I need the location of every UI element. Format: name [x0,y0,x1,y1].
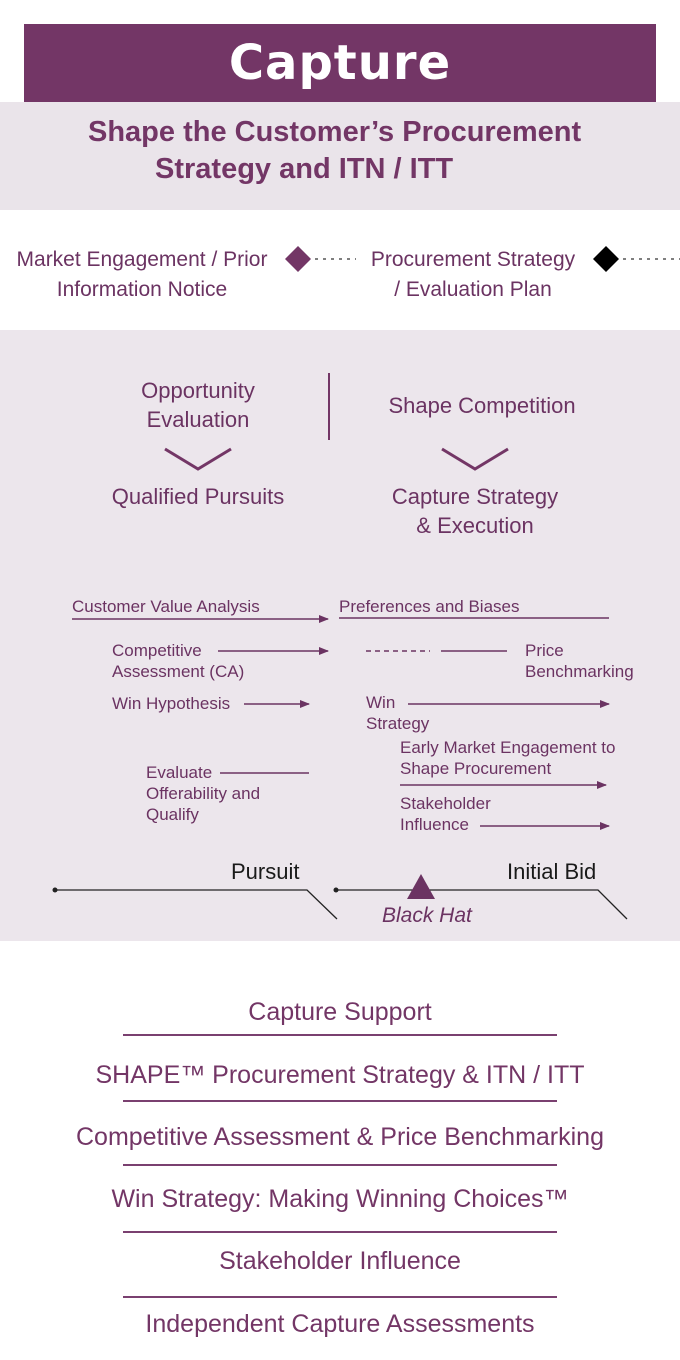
banner-title: Capture [228,35,452,91]
subtitle-line-1: Shape the Customer’s Procurement [88,116,582,148]
phase-shape-competition: Shape Competition [388,393,576,418]
timeline-initial-bid-line [336,889,628,920]
service-divider [123,1100,557,1102]
service-divider [123,1296,557,1298]
timeline-pursuit-line [55,889,338,920]
activity-evaluate-line-2: Offerability and [146,784,261,803]
service-stakeholder-influence: Stakeholder Influence [219,1247,461,1275]
activity-evaluate-offerability: Evaluate Offerability and Qualify [146,762,260,825]
activity-stakeholder-influence: Stakeholder Influence [400,793,491,835]
milestone-procurement-strategy-line-1: Procurement Strategy [370,248,576,271]
activity-competitive-line-1: Competitive [112,641,202,660]
milestone-procurement-strategy-line-2: / Evaluation Plan [394,278,552,301]
activity-price-line-1: Price [525,641,564,660]
phase-opportunity-line-2: Evaluation [146,407,250,432]
activity-win-strategy: Win Strategy [366,692,429,734]
activity-competitive-assessment: Competitive Assessment (CA) [112,640,244,682]
activity-price-benchmarking: Price Benchmarking [525,640,634,682]
activity-customer-value-analysis: Customer Value Analysis [72,597,260,616]
service-win-strategy: Win Strategy: Making Winning Choices™ [111,1185,569,1213]
milestone-market-engagement-line-1: Market Engagement / Prior [16,248,268,271]
phase-capture-strategy: Capture Strategy & Execution [372,482,578,540]
black-hat-label: Black Hat [382,904,472,927]
activity-early-line-2: Shape Procurement [400,759,552,778]
activity-price-line-2: Benchmarking [525,662,634,681]
timeline-pursuit-label: Pursuit [231,859,300,884]
capture-banner: Capture [24,24,656,102]
subtitle-band [0,102,680,210]
phase-opportunity-line-1: Opportunity [141,378,255,403]
activity-win-strategy-line-2: Strategy [366,714,430,733]
service-divider [123,1034,557,1036]
chevron-down-icon [441,447,509,471]
milestone-procurement-strategy: Procurement Strategy / Evaluation Plan [362,245,584,305]
milestone-diamond-icon [285,246,311,272]
service-divider [123,1231,557,1233]
activity-evaluate-line-3: Qualify [146,805,199,824]
activity-early-market-engagement: Early Market Engagement to Shape Procure… [400,737,615,779]
activity-preferences-biases: Preferences and Biases [339,597,520,616]
activity-stakeholder-line-2: Influence [400,815,469,834]
milestone-diamond-icon [593,246,619,272]
activity-win-strategy-line-1: Win [366,693,396,712]
service-shape-procurement: SHAPE™ Procurement Strategy & ITN / ITT [95,1061,585,1089]
capture-process-panel [0,330,680,941]
phase-qualified-pursuits: Qualified Pursuits [111,484,285,509]
service-capture-support: Capture Support [248,998,432,1026]
activity-competitive-line-2: Assessment (CA) [112,662,245,681]
subtitle-line-2: Strategy and ITN / ITT [155,153,454,185]
service-independent-assessments: Independent Capture Assessments [145,1310,535,1338]
service-competitive-assessment: Competitive Assessment & Price Benchmark… [76,1123,604,1151]
timeline-initial-bid-label: Initial Bid [507,859,597,884]
activity-evaluate-line-1: Evaluate [146,763,213,782]
milestone-market-engagement-line-2: Information Notice [56,278,228,301]
activity-stakeholder-line-1: Stakeholder [400,794,491,813]
phase-capture-strategy-line-1: Capture Strategy [391,484,559,509]
service-divider [123,1164,557,1166]
phase-opportunity-evaluation: Opportunity Evaluation [118,376,278,434]
milestone-market-engagement: Market Engagement / Prior Information No… [8,245,276,305]
chevron-down-icon [164,447,232,471]
activity-early-line-1: Early Market Engagement to [400,738,616,757]
black-hat-triangle-icon [407,874,435,899]
phase-capture-strategy-line-2: & Execution [416,513,534,538]
activity-win-hypothesis: Win Hypothesis [112,694,231,713]
